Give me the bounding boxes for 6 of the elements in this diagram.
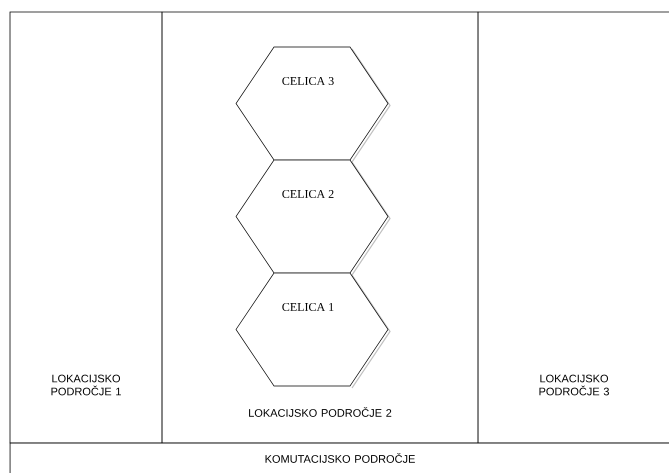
hexagon-cell: CELICA 3 [236, 46, 391, 162]
hexagon-cell: CELICA 2 [236, 160, 391, 276]
hexagon-cell: CELICA 1 [236, 272, 391, 388]
region-box: KOMUTACIJSKO PODROČJE [10, 442, 669, 473]
region-box: LOKACIJSKO PODROČJE 3 [478, 12, 669, 444]
region-box: LOKACIJSKO PODROČJE 1 [10, 12, 162, 444]
